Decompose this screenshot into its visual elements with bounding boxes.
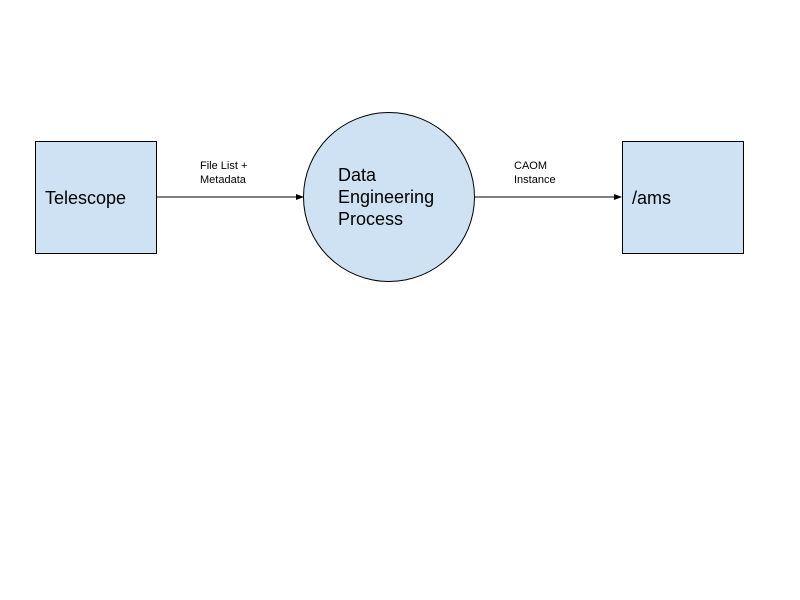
data-engineering-process-node: Data Engineering Process xyxy=(303,112,475,282)
telescope-label: Telescope xyxy=(45,187,127,208)
file-list-metadata-label: File List + Metadata xyxy=(200,160,248,186)
caom-instance-label: CAOM Instance xyxy=(514,160,556,186)
telescope-node: Telescope xyxy=(35,141,157,254)
ams-node: /ams xyxy=(622,141,744,254)
process-label: Data Engineering Process xyxy=(338,165,435,229)
ams-label: /ams xyxy=(632,187,672,208)
